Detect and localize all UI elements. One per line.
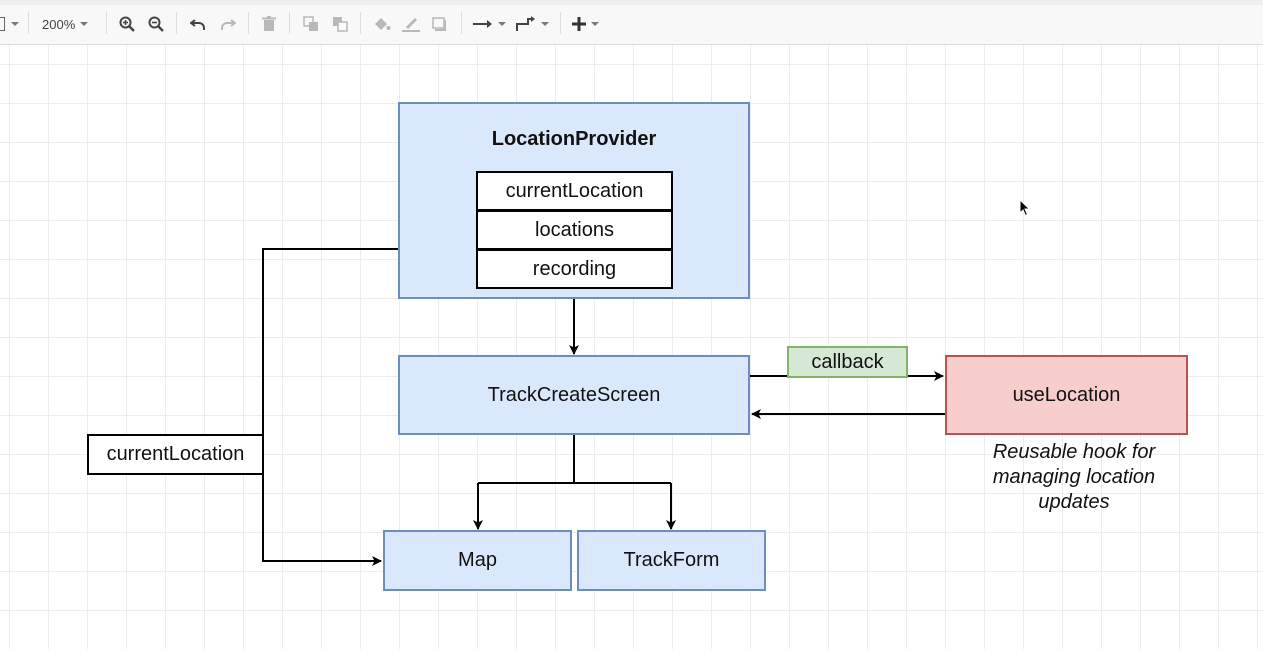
to-front-icon[interactable] — [303, 14, 319, 34]
track-create-screen-box[interactable]: TrackCreateScreen — [398, 355, 750, 435]
map-box[interactable]: Map — [383, 530, 572, 591]
toolbar-divider — [176, 12, 177, 34]
toolbar-divider — [360, 12, 361, 34]
toolbar: 200% — [0, 0, 1263, 45]
note-line-3: updates — [1038, 491, 1110, 513]
provider-field-locations[interactable]: locations — [476, 210, 673, 250]
note-line-2: managing location — [992, 466, 1156, 488]
provider-field-recording[interactable]: recording — [476, 249, 673, 289]
zoom-out-icon[interactable] — [148, 14, 164, 34]
toolbar-divider — [289, 12, 290, 34]
use-location-note[interactable]: Reusable hook for managing location upda… — [968, 440, 1180, 515]
toolbar-divider — [461, 12, 462, 34]
fill-color-icon[interactable] — [373, 14, 391, 34]
toolbar-divider — [248, 12, 249, 34]
connection-icon[interactable] — [473, 14, 506, 34]
redo-icon[interactable] — [220, 14, 236, 34]
toolbar-divider — [560, 12, 561, 34]
zoom-in-icon[interactable] — [119, 14, 135, 34]
edge-screen-split — [478, 435, 671, 484]
toolbar-divider — [106, 12, 107, 34]
location-provider-box[interactable]: LocationProvider currentLocation locatio… — [398, 102, 750, 299]
waypoints-icon[interactable] — [516, 14, 549, 34]
use-location-box[interactable]: useLocation — [945, 355, 1188, 435]
location-provider-title: LocationProvider — [491, 128, 657, 150]
callback-label[interactable]: callback — [787, 346, 908, 378]
diagram-connectors — [262, 248, 945, 566]
zoom-select[interactable]: 200% — [42, 14, 89, 34]
toolbar-divider — [28, 12, 29, 34]
note-line-1: Reusable hook for — [992, 441, 1156, 463]
track-form-box[interactable]: TrackForm — [577, 530, 766, 591]
edge-provider-to-map — [262, 248, 398, 566]
current-location-label[interactable]: currentLocation — [87, 434, 264, 475]
to-back-icon[interactable] — [332, 14, 348, 34]
diagram-canvas[interactable]: LocationProvider currentLocation locatio… — [0, 45, 1263, 649]
page-icon[interactable] — [0, 14, 19, 34]
insert-icon[interactable] — [572, 14, 599, 34]
undo-icon[interactable] — [190, 14, 206, 34]
provider-field-current-location[interactable]: currentLocation — [476, 171, 673, 211]
zoom-level: 200% — [42, 16, 76, 32]
shadow-icon[interactable] — [432, 14, 448, 34]
delete-icon[interactable] — [262, 14, 276, 34]
mouse-cursor-icon — [1019, 198, 1031, 222]
line-color-icon[interactable] — [402, 14, 420, 34]
